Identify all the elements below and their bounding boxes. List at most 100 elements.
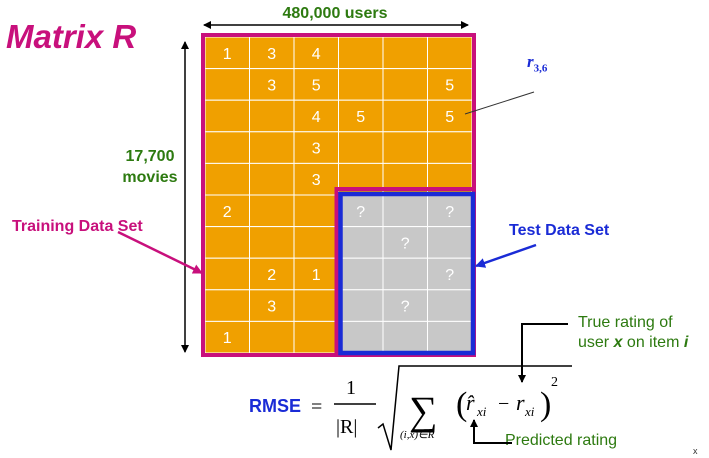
- r36-base: r: [527, 52, 534, 71]
- matrix-cell: [293, 131, 339, 164]
- test-pointer-arrow: [475, 243, 537, 268]
- rating-value: 3: [267, 46, 276, 63]
- formula-close-paren: ): [540, 386, 551, 423]
- formula-numerator: 1: [346, 377, 356, 399]
- matrix-cell: [204, 226, 250, 259]
- true-rating-on-item: on item: [622, 334, 684, 351]
- rating-value: 1: [223, 46, 232, 63]
- matrix-cell: [204, 131, 250, 164]
- matrix-cell: [338, 257, 384, 291]
- rating-value: 5: [356, 109, 365, 126]
- matrix-cell: [382, 289, 428, 322]
- unknown-rating: ?: [401, 299, 410, 316]
- matrix-cell: [293, 320, 339, 354]
- test-set-label: Test Data Set: [509, 222, 610, 239]
- matrix-cell: [249, 68, 295, 101]
- matrix-cell: [338, 320, 384, 354]
- formula-open-paren: (: [456, 386, 467, 423]
- training-pointer-arrow: [117, 230, 203, 275]
- matrix-cell: [204, 162, 250, 196]
- matrix-cell: [382, 36, 428, 70]
- rmse-label: RMSE: [249, 396, 302, 416]
- formula-sum-symbol: ∑: [409, 388, 438, 433]
- matrix-cell: [427, 99, 473, 133]
- true-rating-i: i: [683, 334, 689, 351]
- rmse-formula: = 1 |R| ∑ (i,x)∈R ( r̂ xi − r xi ) 2: [311, 365, 572, 451]
- unknown-rating: ?: [445, 204, 454, 221]
- matrix-cell: [249, 226, 295, 259]
- formula-r-subscript: xi: [524, 404, 535, 419]
- formula-hat-r-subscript: xi: [476, 404, 487, 419]
- rating-value: 5: [445, 77, 454, 94]
- formula-sum-subscript: (i,x)∈R: [400, 429, 435, 441]
- matrix-cell: [338, 131, 384, 164]
- matrix-cell: [249, 320, 295, 354]
- formula-hat-r: r̂: [466, 390, 475, 415]
- matrix-cell: [427, 257, 473, 291]
- matrix-cell: [427, 226, 473, 259]
- matrix-cell: [382, 194, 428, 228]
- matrix-cell: [338, 36, 384, 70]
- formula-equals: =: [311, 396, 322, 418]
- matrix-cell: [427, 320, 473, 354]
- matrix-cell: [204, 257, 250, 291]
- matrix-cell: [382, 68, 428, 101]
- unknown-rating: ?: [401, 235, 410, 252]
- unknown-rating: ?: [445, 267, 454, 284]
- predicted-rating-annotation: Predicted rating: [505, 432, 618, 449]
- corner-mark: x: [693, 446, 698, 456]
- movies-word: movies: [122, 169, 178, 186]
- rating-value: 3: [267, 299, 276, 316]
- true-rating-pointer: [518, 323, 568, 383]
- matrix-cell: [338, 99, 384, 133]
- matrix-cell: [427, 289, 473, 322]
- true-rating-x: x: [613, 334, 623, 351]
- training-set-label: Training Data Set: [12, 218, 143, 235]
- rating-value: 2: [267, 267, 276, 284]
- matrix-cell: [204, 320, 250, 354]
- rating-value: 2: [223, 204, 232, 221]
- matrix-cell: [249, 162, 295, 196]
- true-rating-line2: user x on item i: [578, 333, 688, 353]
- matrix-cell: [249, 194, 295, 228]
- rating-value: 1: [312, 267, 321, 284]
- formula-r: r: [516, 390, 525, 415]
- matrix-cell: [249, 99, 295, 133]
- r36-pointer-line: [464, 91, 535, 115]
- matrix-title: Matrix R: [6, 18, 137, 55]
- predicted-rating-pointer: [470, 419, 512, 444]
- matrix-cell: [293, 68, 339, 101]
- matrix-cell: [204, 68, 250, 101]
- matrix-cell: [338, 68, 384, 101]
- matrix-cell: [427, 131, 473, 164]
- rating-value: 1: [223, 330, 232, 347]
- true-rating-annotation: True rating of user x on item i: [578, 313, 688, 353]
- rating-value: 3: [312, 172, 321, 189]
- rating-value: 3: [267, 77, 276, 94]
- matrix-cell: [293, 194, 339, 228]
- matrix-cell: [249, 257, 295, 291]
- matrix-cell: [382, 320, 428, 354]
- rating-value: 5: [445, 109, 454, 126]
- r36-annotation: r3,6: [527, 52, 547, 74]
- matrix-cell: [249, 289, 295, 322]
- formula-exponent: 2: [551, 375, 558, 390]
- matrix-cell: [293, 226, 339, 259]
- matrix-cell: [382, 99, 428, 133]
- true-rating-line1: True rating of: [578, 314, 673, 331]
- true-rating-user: user: [578, 334, 614, 351]
- test-set-border: [338, 191, 476, 356]
- matrix-cell: [249, 131, 295, 164]
- matrix-cell: [204, 289, 250, 322]
- matrix-cell: [427, 68, 473, 101]
- users-dimension-label: 480,000 users: [282, 5, 388, 22]
- movies-count: 17,700: [125, 148, 175, 165]
- matrix-cell: [293, 289, 339, 322]
- r36-subscript: 3,6: [533, 62, 548, 75]
- matrix-cell: [382, 257, 428, 291]
- formula-denominator: |R|: [336, 416, 357, 438]
- rating-value: 3: [312, 141, 321, 158]
- formula-minus: −: [498, 393, 509, 415]
- formula-sqrt-sign: [377, 365, 572, 451]
